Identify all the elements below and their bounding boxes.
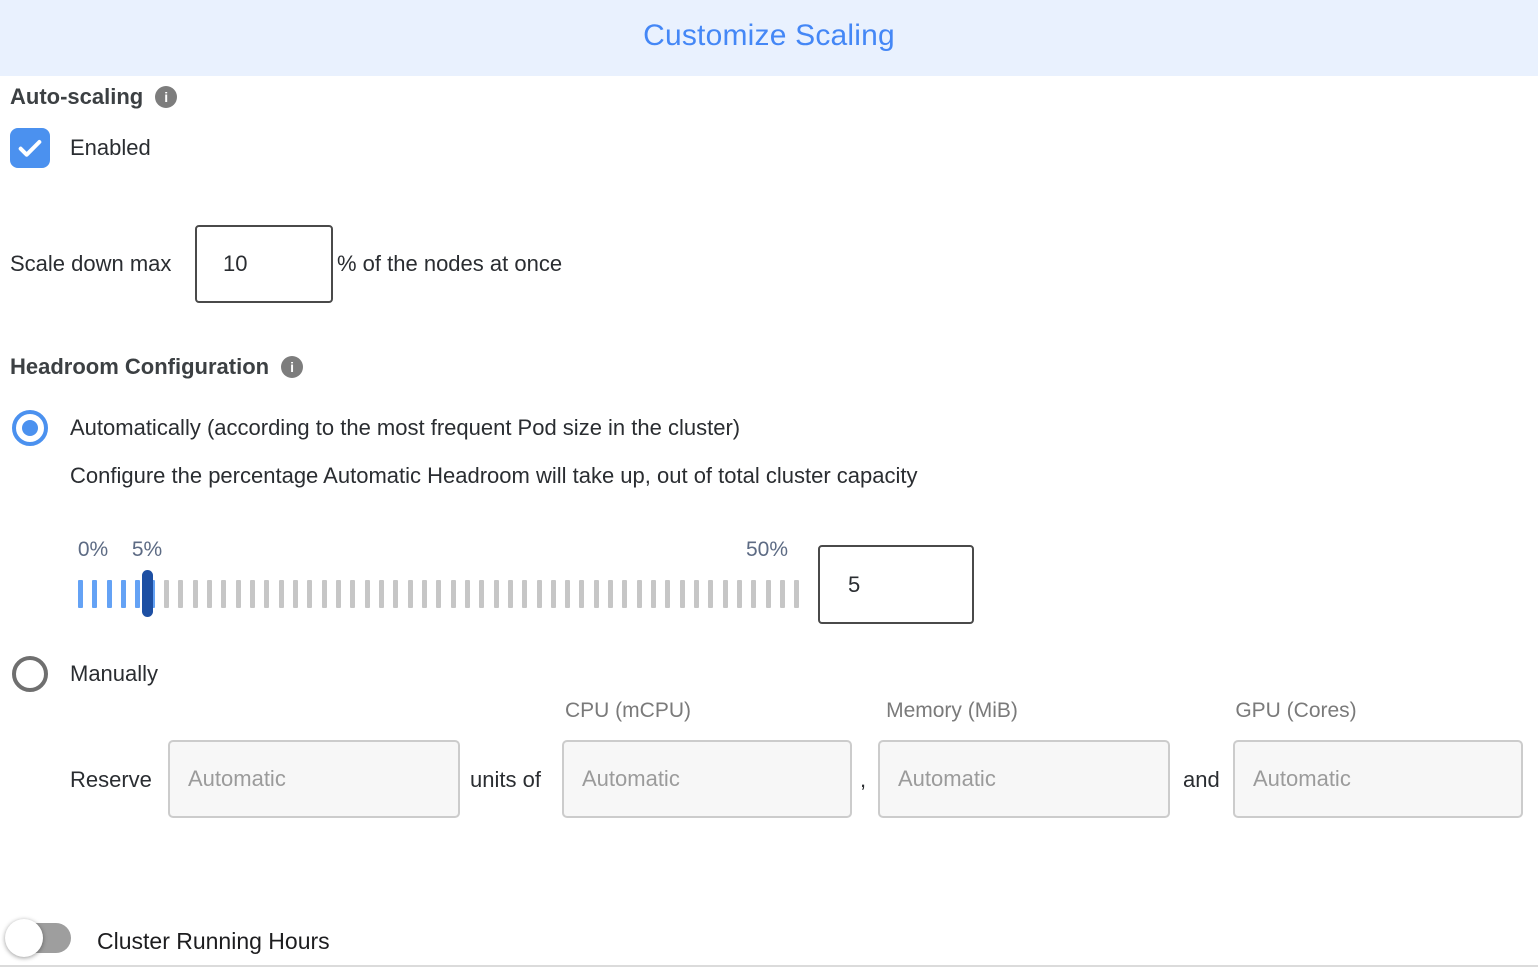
reserve-label: Reserve bbox=[70, 767, 152, 792]
slider-tick bbox=[393, 579, 399, 608]
cluster-running-hours-label: Cluster Running Hours bbox=[97, 928, 330, 954]
units-of-text: units of bbox=[470, 767, 541, 792]
slider-tick bbox=[120, 579, 126, 608]
info-icon[interactable]: i bbox=[155, 86, 178, 108]
slider-tick bbox=[264, 579, 270, 608]
slider-tick bbox=[335, 579, 341, 608]
slider-current-label: 5% bbox=[131, 538, 163, 561]
reserve-gpu-input[interactable] bbox=[1233, 740, 1523, 818]
column-header-memory: Memory (MiB) bbox=[886, 699, 1018, 722]
reserve-cpu-input[interactable] bbox=[562, 740, 852, 818]
slider-tick bbox=[163, 579, 169, 608]
column-header-cpu: CPU (mCPU) bbox=[565, 699, 691, 722]
headroom-description: Configure the percentage Automatic Headr… bbox=[70, 463, 918, 488]
radio-label-automatic: Automatically (according to the most fre… bbox=[70, 415, 741, 440]
slider-tick bbox=[206, 579, 212, 608]
slider-tick bbox=[464, 579, 470, 608]
slider-tick bbox=[378, 579, 384, 608]
slider-tick bbox=[751, 579, 757, 608]
checkmark-icon bbox=[18, 140, 42, 157]
slider-tick bbox=[178, 579, 184, 608]
slider-tick bbox=[579, 579, 585, 608]
dialog-header: Customize Scaling bbox=[0, 0, 1538, 76]
headroom-slider[interactable] bbox=[78, 570, 800, 617]
slider-tick bbox=[708, 579, 714, 608]
column-header-gpu: GPU (Cores) bbox=[1235, 699, 1357, 722]
checkbox-label-enabled: Enabled bbox=[70, 135, 151, 160]
slider-tick bbox=[278, 579, 284, 608]
comma-text: , bbox=[860, 767, 867, 792]
slider-tick bbox=[665, 579, 671, 608]
auto-scaling-label: Auto-scaling bbox=[10, 84, 144, 109]
slider-tick bbox=[593, 579, 599, 608]
scale-down-suffix: % of the nodes at once bbox=[337, 251, 563, 276]
slider-tick bbox=[565, 579, 571, 608]
slider-tick bbox=[522, 579, 528, 608]
slider-tick bbox=[622, 579, 628, 608]
slider-min-label: 0% bbox=[77, 538, 109, 561]
slider-tick bbox=[765, 579, 771, 608]
slider-tick bbox=[722, 579, 728, 608]
slider-tick bbox=[135, 579, 141, 608]
slider-tick bbox=[421, 579, 427, 608]
slider-tick bbox=[450, 579, 456, 608]
radio-dot-icon bbox=[22, 420, 38, 436]
slider-tick bbox=[507, 579, 513, 608]
headroom-section-header: Headroom Configuration i bbox=[10, 354, 304, 380]
scale-down-label: Scale down max bbox=[10, 251, 172, 276]
slider-tick bbox=[479, 579, 485, 608]
slider-tick bbox=[493, 579, 499, 608]
reserve-count-input[interactable] bbox=[168, 740, 460, 818]
radio-label-manually: Manually bbox=[70, 661, 159, 686]
slider-tick bbox=[192, 579, 198, 608]
slider-tick bbox=[608, 579, 614, 608]
bottom-divider bbox=[0, 965, 1538, 967]
slider-tick bbox=[249, 579, 255, 608]
auto-scaling-section-header: Auto-scaling i bbox=[10, 84, 178, 110]
slider-tick bbox=[221, 579, 227, 608]
radio-headroom-automatic[interactable] bbox=[12, 410, 48, 446]
slider-tick bbox=[536, 579, 542, 608]
slider-tick bbox=[235, 579, 241, 608]
headroom-configuration-label: Headroom Configuration bbox=[10, 354, 270, 379]
slider-tick bbox=[78, 579, 83, 608]
headroom-percentage-input[interactable] bbox=[818, 545, 974, 624]
slider-tick bbox=[679, 579, 685, 608]
slider-tick bbox=[321, 579, 327, 608]
slider-tick bbox=[106, 579, 112, 608]
slider-tick bbox=[737, 579, 743, 608]
slider-tick bbox=[651, 579, 657, 608]
slider-tick bbox=[92, 579, 98, 608]
radio-headroom-manual[interactable] bbox=[12, 656, 48, 692]
cluster-running-hours-toggle[interactable] bbox=[5, 919, 75, 957]
slider-handle[interactable] bbox=[142, 570, 153, 617]
slider-tick bbox=[292, 579, 298, 608]
slider-tick bbox=[307, 579, 313, 608]
slider-tick bbox=[694, 579, 700, 608]
auto-scaling-checkbox[interactable] bbox=[10, 128, 50, 168]
and-text: and bbox=[1183, 767, 1220, 792]
info-icon[interactable]: i bbox=[281, 356, 304, 378]
reserve-memory-input[interactable] bbox=[878, 740, 1170, 818]
toggle-knob-icon bbox=[5, 919, 43, 957]
slider-tick bbox=[550, 579, 556, 608]
slider-tick bbox=[364, 579, 370, 608]
scale-down-max-input[interactable] bbox=[195, 225, 333, 303]
slider-tick bbox=[350, 579, 356, 608]
slider-tick bbox=[636, 579, 642, 608]
slider-tick bbox=[794, 579, 800, 608]
slider-max-label: 50% bbox=[745, 538, 789, 561]
slider-tick bbox=[407, 579, 413, 608]
slider-tick bbox=[780, 579, 786, 608]
page-title: Customize Scaling bbox=[643, 19, 895, 52]
slider-tick bbox=[436, 579, 442, 608]
